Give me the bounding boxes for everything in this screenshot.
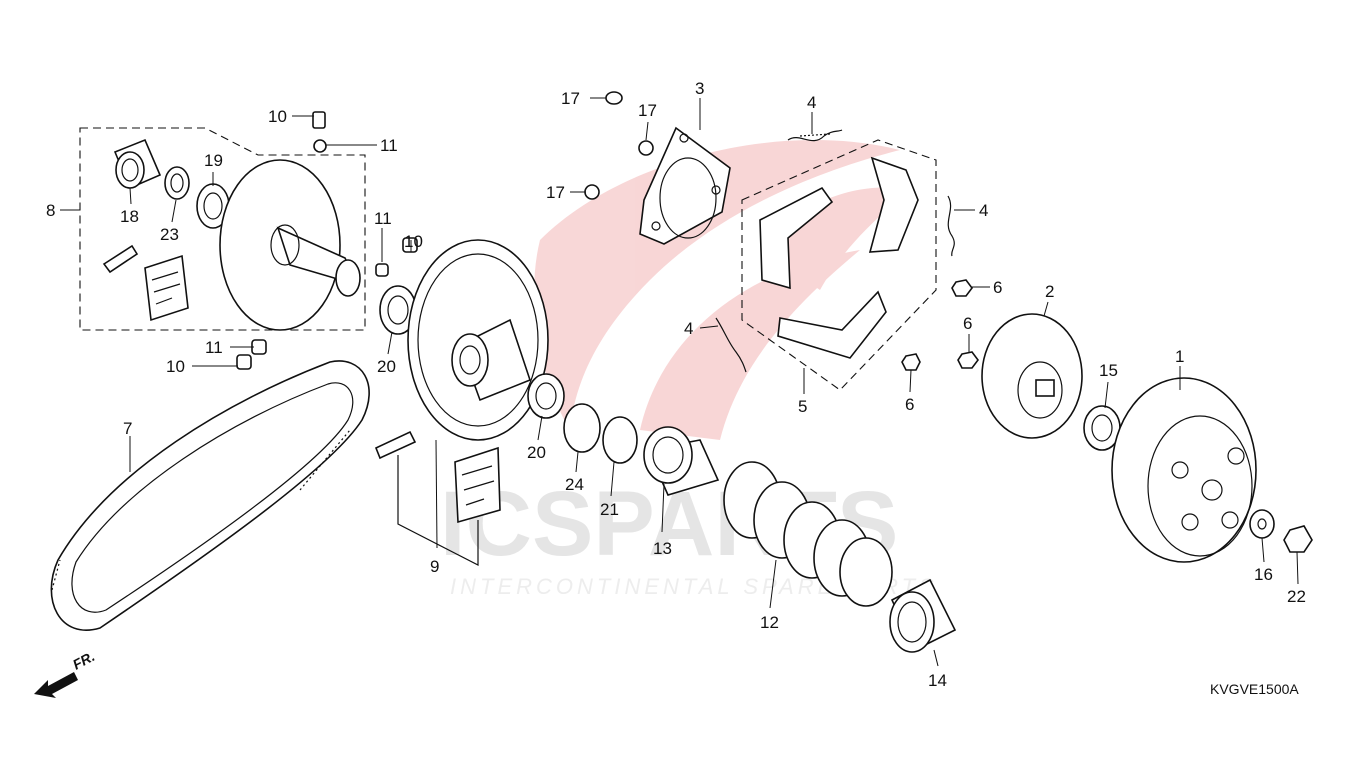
part-oil-seal-right [527,373,565,419]
callout-20-left: 20 [377,357,396,376]
part-collar-left [236,339,267,370]
part-spring-collar [889,578,957,653]
callout-24: 24 [565,475,584,494]
callouts: 1 2 3 4 4 4 5 6 6 6 7 8 9 10 10 10 11 11… [46,79,1306,690]
callout-16: 16 [1254,565,1273,584]
part-guide-pin [374,430,417,460]
part-clip-17a [605,91,623,105]
part-nut-6c [901,353,921,371]
part-drive-belt [50,360,370,631]
callout-20-right: 20 [527,443,546,462]
grease-label-9-icon [454,446,501,524]
grease-label-icon [144,254,189,322]
callout-13: 13 [653,539,672,558]
callout-4-right: 4 [979,201,988,220]
part-nut-22 [1283,525,1313,553]
callout-7: 7 [123,419,132,438]
callout-11-top: 11 [380,136,398,155]
part-nut-6b [957,351,979,369]
part-clutch-outer [1111,377,1257,563]
callout-19: 19 [204,151,223,170]
front-label: FR. [70,648,97,673]
part-o-ring-24 [563,403,601,453]
callout-14: 14 [928,671,947,690]
callout-9: 9 [430,557,439,576]
callout-6-b: 6 [963,314,972,333]
front-direction-arrow-icon: FR. [34,648,97,698]
callout-10-top: 10 [268,107,287,126]
part-driven-spring [723,461,893,607]
diagram-code: KVGVE1500A [1210,681,1299,697]
part-shoe-spring-right [947,195,955,257]
part-o-ring-21 [602,416,638,464]
callout-11-left: 11 [205,338,223,357]
part-clutch-shoes [759,156,919,359]
callout-6-c: 6 [905,395,914,414]
callout-17-c: 17 [546,183,565,202]
callout-3: 3 [695,79,704,98]
part-needle-bearing [113,138,162,190]
part-washer-16 [1249,509,1275,539]
callout-23: 23 [160,225,179,244]
part-side-plate [639,126,731,245]
group-frame-5 [741,139,937,391]
watermark-logo-mark [534,140,910,440]
callout-1: 1 [1175,347,1184,366]
leader-lines [60,97,1299,667]
leader-bracket-9 [397,455,479,566]
part-shoe-spring-top [787,129,843,142]
part-nut-6a [951,279,973,297]
callout-10-left: 10 [166,357,185,376]
callout-18: 18 [120,207,139,226]
group-frame-8 [79,127,366,331]
part-clip-17b [638,140,654,156]
callout-22: 22 [1287,587,1306,606]
part-slide-pin [102,244,139,274]
callout-2: 2 [1045,282,1054,301]
callout-6-a: 6 [993,278,1002,297]
callout-4-top: 4 [807,93,816,112]
callout-10-mid: 10 [404,232,423,251]
part-collar-top [312,111,327,153]
callout-17-a: 17 [561,89,580,108]
callout-15: 15 [1099,361,1118,380]
callout-12: 12 [760,613,779,632]
part-seal-23 [164,166,190,200]
part-driven-face [407,239,549,441]
part-shoe-spring-left [715,317,747,373]
callout-21: 21 [600,500,619,519]
callout-5: 5 [798,397,807,416]
part-drive-plate [981,313,1083,439]
callout-17-b: 17 [638,101,657,120]
part-seal-collar [643,426,720,496]
part-clip-17c [584,184,600,200]
callout-11-mid: 11 [374,209,392,228]
callout-4-left: 4 [684,319,693,338]
part-movable-drive-face [219,159,361,331]
callout-8: 8 [46,201,55,220]
part-collar-mid [375,237,418,277]
